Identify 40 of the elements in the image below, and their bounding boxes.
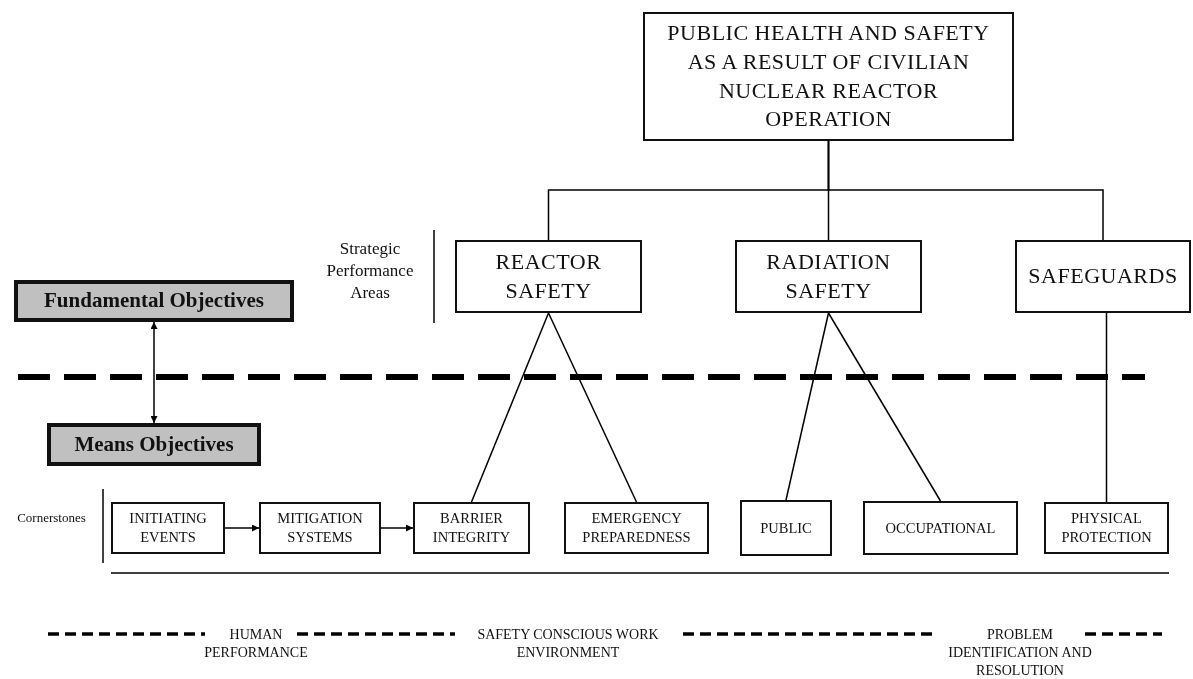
process-box bbox=[455, 240, 642, 313]
process-box bbox=[643, 12, 1014, 141]
process-box bbox=[863, 501, 1018, 555]
process-box bbox=[259, 502, 381, 554]
box-label: PUBLIC bbox=[760, 518, 812, 538]
box-label: INITIATING EVENTS bbox=[128, 509, 208, 547]
box-label: RADIATION SAFETY bbox=[765, 247, 892, 305]
arrow bbox=[380, 524, 414, 532]
box-label: PUBLIC HEALTH AND SAFETY AS A RESULT OF CIVILIAN NUCLEAR REACTOR OPERATION bbox=[666, 19, 991, 134]
objective-box bbox=[47, 423, 261, 466]
box-label: EMERGENCY PREPAREDNESS bbox=[581, 509, 692, 547]
process-box bbox=[111, 502, 225, 554]
connector-line bbox=[547, 312, 638, 503]
process-box bbox=[740, 500, 832, 556]
arrow bbox=[150, 321, 158, 424]
connector-line bbox=[785, 312, 830, 501]
objective-box bbox=[14, 280, 294, 322]
row-label: Strategic Performance Areas bbox=[325, 238, 415, 305]
box-label: REACTOR SAFETY bbox=[494, 247, 603, 305]
box-label: Fundamental Objectives bbox=[44, 287, 264, 315]
cross-cutting-label: PROBLEM IDENTIFICATION AND RESOLUTION bbox=[947, 626, 1093, 679]
process-box bbox=[564, 502, 709, 554]
connector-line bbox=[827, 140, 1104, 241]
connector-line bbox=[827, 312, 942, 502]
cross-cutting-label: SAFETY CONSCIOUS WORK ENVIRONMENT bbox=[476, 626, 660, 663]
process-box bbox=[1015, 240, 1191, 313]
box-label: SAFEGUARDS bbox=[1028, 262, 1178, 291]
cross-cutting-label: HUMAN PERFORMANCE bbox=[203, 626, 309, 663]
process-box bbox=[735, 240, 922, 313]
connector-line bbox=[470, 312, 550, 503]
box-label: PHYSICAL PROTECTION bbox=[1060, 509, 1153, 547]
row-label: Cornerstones bbox=[16, 510, 87, 527]
process-box bbox=[413, 502, 530, 554]
box-label: MITIGATION SYSTEMS bbox=[276, 509, 364, 547]
box-label: Means Objectives bbox=[74, 430, 234, 458]
process-box bbox=[1044, 502, 1169, 554]
box-label: BARRIER INTEGRITY bbox=[431, 509, 512, 547]
box-label: OCCUPATIONAL bbox=[885, 518, 996, 538]
connector-line bbox=[1105, 312, 1108, 503]
arrow bbox=[224, 524, 260, 532]
